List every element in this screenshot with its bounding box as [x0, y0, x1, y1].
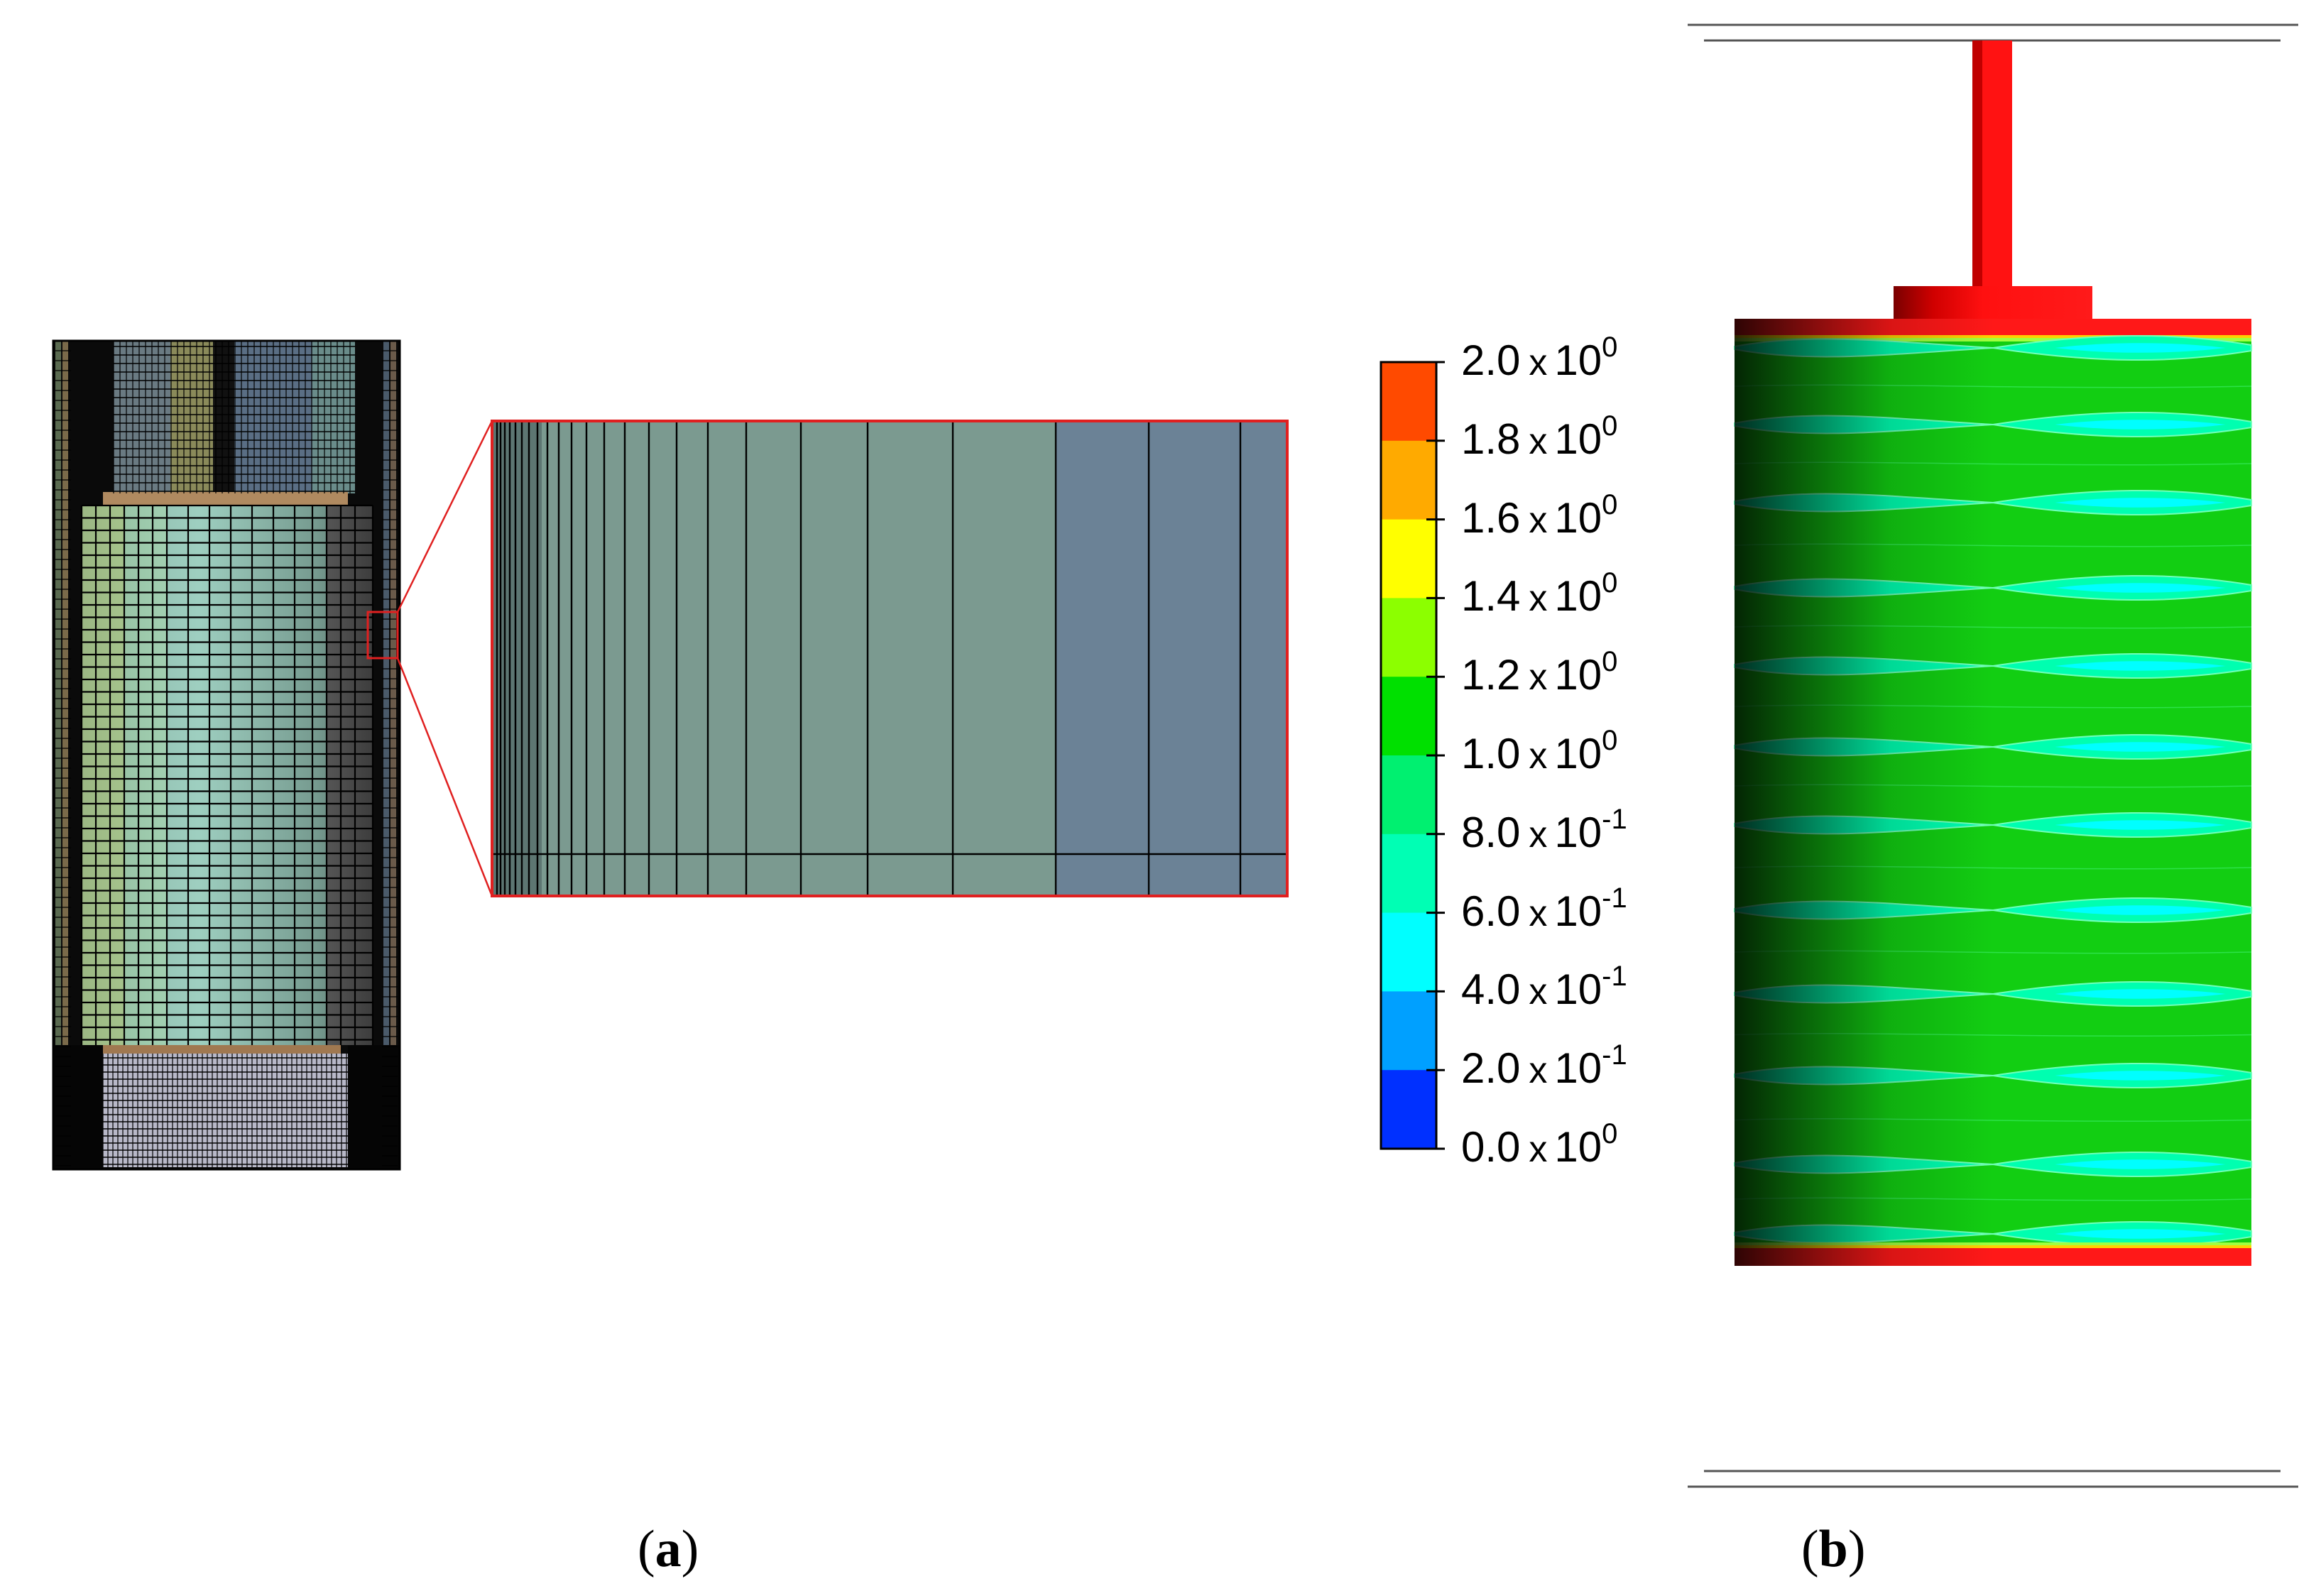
legend-tick-mantissa: 1.2: [1461, 651, 1521, 699]
legend-tick-base: 10: [1554, 572, 1602, 621]
legend-tick-mantissa: 1.6: [1461, 493, 1521, 542]
legend-tick-mantissa: 0.0: [1461, 1123, 1521, 1171]
legend-tick-times: x: [1529, 420, 1548, 462]
legend-tick-base: 10: [1554, 808, 1602, 856]
caption-a-letter: a: [655, 1520, 682, 1578]
legend-tick-exponent: -1: [1602, 961, 1627, 993]
legend-band: [1381, 755, 1436, 835]
legend-tick-times: x: [1529, 892, 1548, 934]
zoom-mesh-detail: [491, 420, 1289, 897]
legend-tick-base: 10: [1554, 966, 1602, 1014]
legend-band: [1381, 362, 1436, 442]
legend-tick-times: x: [1529, 342, 1548, 383]
legend-tick-base: 10: [1554, 887, 1602, 935]
legend-tick-times: x: [1529, 971, 1548, 1013]
legend-tick-exponent: 0: [1602, 725, 1618, 756]
legend-band: [1381, 991, 1436, 1071]
legend-tick-mantissa: 6.0: [1461, 887, 1521, 935]
caption-b-letter: b: [1818, 1520, 1848, 1578]
legend-tick-times: x: [1529, 657, 1548, 699]
legend-band: [1381, 1070, 1436, 1149]
legend-band: [1381, 912, 1436, 992]
legend-tick-times: x: [1529, 814, 1548, 856]
legend-tick-base: 10: [1554, 651, 1602, 699]
legend-tick-times: x: [1529, 499, 1548, 541]
color-legend: [1380, 361, 1445, 1150]
caption-a: (a): [638, 1520, 699, 1578]
legend-tick-times: x: [1529, 1129, 1548, 1170]
caption-b: (b): [1801, 1520, 1866, 1578]
legend-tick-times: x: [1529, 578, 1548, 620]
legend-band: [1381, 440, 1436, 520]
legend-tick-times: x: [1529, 1050, 1548, 1092]
legend-band: [1381, 677, 1436, 756]
legend-tick-base: 10: [1554, 1044, 1602, 1093]
legend-tick-mantissa: 2.0: [1461, 1044, 1521, 1093]
legend-tick-exponent: 0: [1602, 488, 1618, 520]
legend-band: [1381, 519, 1436, 598]
legend-tick-exponent: -1: [1602, 882, 1627, 914]
legend-tick-mantissa: 8.0: [1461, 808, 1521, 856]
zoom-indicator: [366, 420, 493, 897]
legend-tick-exponent: 0: [1602, 567, 1618, 599]
legend-tick-times: x: [1529, 736, 1548, 777]
legend-tick-mantissa: 4.0: [1461, 966, 1521, 1014]
legend-tick-exponent: 0: [1602, 1118, 1618, 1149]
legend-tick-mantissa: 1.0: [1461, 730, 1521, 777]
legend-tick-exponent: -1: [1602, 1039, 1627, 1071]
legend-tick-mantissa: 1.4: [1461, 572, 1521, 621]
panel-b-contour: [1688, 23, 2298, 1488]
panel-a-mesh: [52, 339, 401, 1171]
legend-tick-exponent: -1: [1602, 803, 1627, 835]
legend-band: [1381, 833, 1436, 914]
legend-tick-exponent: 0: [1602, 646, 1618, 678]
legend-tick-base: 10: [1554, 1123, 1602, 1171]
legend-tick-base: 10: [1554, 730, 1602, 777]
legend-tick-base: 10: [1554, 493, 1602, 542]
legend-tick-mantissa: 1.8: [1461, 415, 1521, 463]
legend-tick-exponent: 0: [1602, 410, 1618, 442]
legend-tick-mantissa: 2.0: [1461, 337, 1521, 384]
legend-tick-base: 10: [1554, 337, 1602, 384]
legend-tick-base: 10: [1554, 415, 1602, 463]
legend-band: [1381, 598, 1436, 677]
legend-tick-exponent: 0: [1602, 332, 1618, 363]
